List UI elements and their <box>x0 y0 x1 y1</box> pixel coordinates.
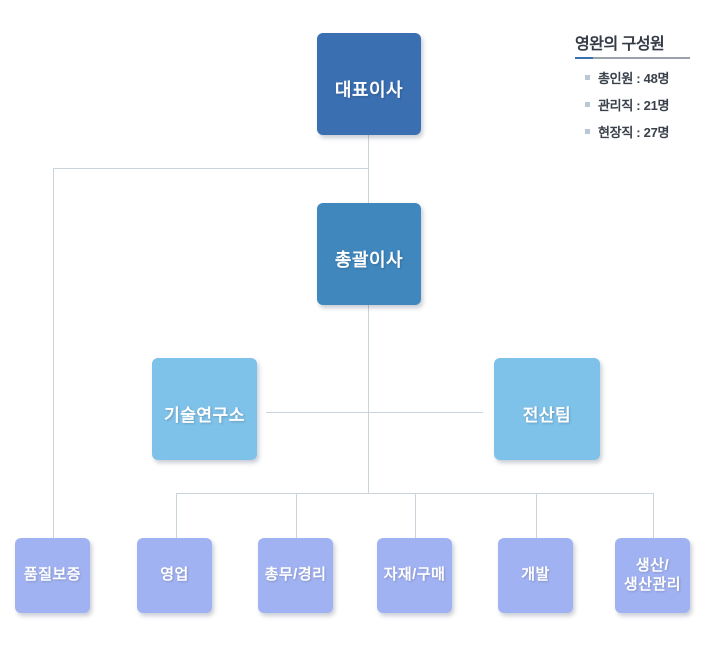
org-node-label: 생산/ 생산관리 <box>623 556 682 593</box>
members-summary: 영완의 구성원 총인원 : 48명 관리직 : 21명 현장직 : 27명 <box>575 30 693 149</box>
summary-item-field: 현장직 : 27명 <box>585 122 693 141</box>
square-bullet-icon <box>585 102 590 107</box>
connector-rnd-to-it <box>266 412 483 413</box>
connector-ceo-to-executive <box>368 135 369 203</box>
org-node-label: 총괄이사 <box>334 250 404 270</box>
connector-drop-general-affairs <box>296 493 297 538</box>
org-node-label: 품질보증 <box>23 566 82 584</box>
connector-drop-production <box>653 493 654 538</box>
org-node-development: 개발 <box>498 538 573 613</box>
org-node-ceo: 대표이사 <box>317 33 421 135</box>
summary-item-total: 총인원 : 48명 <box>585 68 693 87</box>
org-node-label: 개발 <box>521 566 550 584</box>
connector-drop-sales <box>176 493 177 538</box>
summary-item-text: 관리직 : 21명 <box>598 98 670 113</box>
org-node-label: 자재/구매 <box>383 566 446 584</box>
square-bullet-icon <box>585 75 590 80</box>
title-underline <box>575 57 690 59</box>
summary-item-management: 관리직 : 21명 <box>585 95 693 114</box>
org-node-quality-assurance: 품질보증 <box>15 538 90 613</box>
connector-drop-materials <box>415 493 416 538</box>
org-node-label: 전산팀 <box>522 406 572 425</box>
underline-gray-segment <box>593 57 690 59</box>
org-node-rnd-institute: 기술연구소 <box>152 358 257 460</box>
connector-drop-development <box>536 493 537 538</box>
org-node-sales: 영업 <box>137 538 212 613</box>
summary-item-text: 현장직 : 27명 <box>598 125 670 140</box>
org-node-materials-purchasing: 자재/구매 <box>377 538 452 613</box>
connector-executive-to-bus <box>368 304 369 493</box>
org-node-label: 기술연구소 <box>164 406 245 425</box>
org-node-executive-director: 총괄이사 <box>317 203 421 305</box>
square-bullet-icon <box>585 129 590 134</box>
org-node-it-team: 전산팀 <box>494 358 600 460</box>
org-node-label: 영업 <box>160 566 189 584</box>
org-node-label: 대표이사 <box>334 80 404 100</box>
members-summary-title: 영완의 구성원 <box>575 36 665 53</box>
connector-left-drop-to-qa <box>53 168 54 538</box>
connector-ceo-left-branch <box>53 168 369 169</box>
org-node-general-affairs-accounting: 총무/경리 <box>258 538 333 613</box>
underline-accent-segment <box>575 57 593 59</box>
summary-item-text: 총인원 : 48명 <box>598 71 670 86</box>
org-node-production-management: 생산/ 생산관리 <box>615 538 690 613</box>
org-node-label: 총무/경리 <box>264 566 327 584</box>
